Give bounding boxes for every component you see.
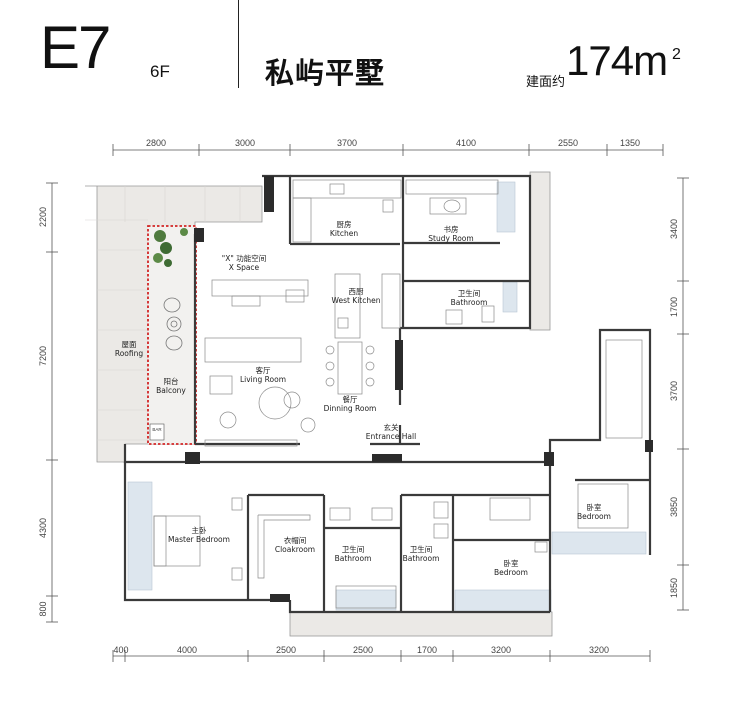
window-panels bbox=[127, 181, 647, 613]
bathroom-top-cn: 卫生间 bbox=[458, 288, 481, 298]
master-en: Master Bedroom bbox=[168, 535, 230, 544]
dimension-bottom bbox=[112, 650, 651, 662]
dim-right-5: 1850 bbox=[669, 578, 679, 598]
dim-bottom-7: 3200 bbox=[589, 645, 609, 655]
lounge-chair-icon bbox=[163, 297, 183, 351]
dim-bottom-6: 3200 bbox=[491, 645, 511, 655]
entrance-en: Entrance Hall bbox=[366, 432, 416, 441]
dim-top-2: 3000 bbox=[235, 138, 255, 148]
dim-bottom-2: 4000 bbox=[177, 645, 197, 655]
bath2-en: Bathroom bbox=[403, 554, 440, 563]
bed2-en: Bedroom bbox=[577, 512, 611, 521]
bath1-cn: 卫生间 bbox=[342, 544, 365, 554]
dim-top-5: 2550 bbox=[558, 138, 578, 148]
living-en: Living Room bbox=[240, 375, 286, 384]
cloak-cn: 衣帽间 bbox=[284, 535, 307, 545]
area-value: 174m bbox=[566, 37, 668, 84]
dim-bottom-3: 2500 bbox=[276, 645, 296, 655]
plant-icon bbox=[153, 228, 188, 267]
dimension-left bbox=[46, 182, 58, 623]
unit-code: E7 bbox=[40, 14, 111, 81]
project-name: 私屿平墅 bbox=[265, 56, 386, 90]
bathroom-top-en: Bathroom bbox=[451, 298, 488, 307]
study-cn: 书房 bbox=[444, 224, 459, 234]
area-unit-superscript: 2 bbox=[672, 46, 681, 63]
bed1-en: Bedroom bbox=[494, 568, 528, 577]
header-divider bbox=[238, 0, 239, 88]
entrance-cn: 玄关 bbox=[384, 422, 399, 432]
dining-en: Dinning Room bbox=[324, 404, 377, 413]
bar-cabinet bbox=[149, 423, 165, 441]
dim-left-1: 2200 bbox=[38, 207, 48, 227]
x-space-cn: "X" 功能空间 bbox=[222, 253, 266, 263]
bed1-cn: 卧室 bbox=[504, 558, 519, 568]
floor-label: 6F bbox=[150, 62, 170, 81]
bath2-cn: 卫生间 bbox=[410, 544, 433, 554]
dim-top-1: 2800 bbox=[146, 138, 166, 148]
dim-left-3: 4300 bbox=[38, 518, 48, 538]
kitchen-cn: 厨房 bbox=[337, 219, 352, 229]
dim-top-4: 4100 bbox=[456, 138, 476, 148]
dim-bottom-1: 400 bbox=[113, 645, 128, 655]
dim-top-6: 1350 bbox=[620, 138, 640, 148]
bed2-cn: 卧室 bbox=[587, 502, 602, 512]
dim-bottom-4: 2500 bbox=[353, 645, 373, 655]
dim-right-3: 3700 bbox=[669, 381, 679, 401]
kitchen-en: Kitchen bbox=[330, 229, 358, 238]
cloak-en: Cloakroom bbox=[275, 545, 315, 554]
x-space-en: X Space bbox=[229, 263, 260, 272]
south-terrace bbox=[289, 611, 553, 637]
balcony-en: Balcony bbox=[156, 386, 186, 395]
room-labels: "X" 功能空间 X Space 厨房 Kitchen 书房 Study Roo… bbox=[115, 219, 611, 577]
dining-cn: 餐厅 bbox=[343, 395, 358, 404]
living-cn: 客厅 bbox=[256, 365, 271, 375]
dim-top-3: 3700 bbox=[337, 138, 357, 148]
dim-right-4: 3850 bbox=[669, 497, 679, 517]
dim-right-1: 3400 bbox=[669, 219, 679, 239]
dimension-top bbox=[112, 144, 664, 156]
balcony-cn: 阳台 bbox=[164, 376, 179, 386]
dim-left-2: 7200 bbox=[38, 346, 48, 366]
master-cn: 主卧 bbox=[192, 525, 207, 535]
balcony-zone: BAR bbox=[147, 225, 197, 445]
roofing-cn: 屋面 bbox=[122, 340, 137, 349]
furniture bbox=[153, 179, 643, 609]
study-en: Study Room bbox=[428, 234, 473, 243]
dimension-right bbox=[677, 177, 689, 611]
roofing-en: Roofing bbox=[115, 349, 144, 358]
west-kitchen-en: West Kitchen bbox=[331, 296, 380, 305]
structural-columns bbox=[185, 176, 653, 602]
dim-right-2: 1700 bbox=[669, 297, 679, 317]
dim-bottom-5: 1700 bbox=[417, 645, 437, 655]
area-label: 建面约 bbox=[526, 75, 566, 90]
dim-left-4: 800 bbox=[38, 601, 48, 616]
bath1-en: Bathroom bbox=[335, 554, 372, 563]
west-kitchen-cn: 西厨 bbox=[349, 287, 364, 296]
bar-tag: BAR bbox=[152, 427, 162, 432]
east-terrace bbox=[529, 171, 551, 331]
